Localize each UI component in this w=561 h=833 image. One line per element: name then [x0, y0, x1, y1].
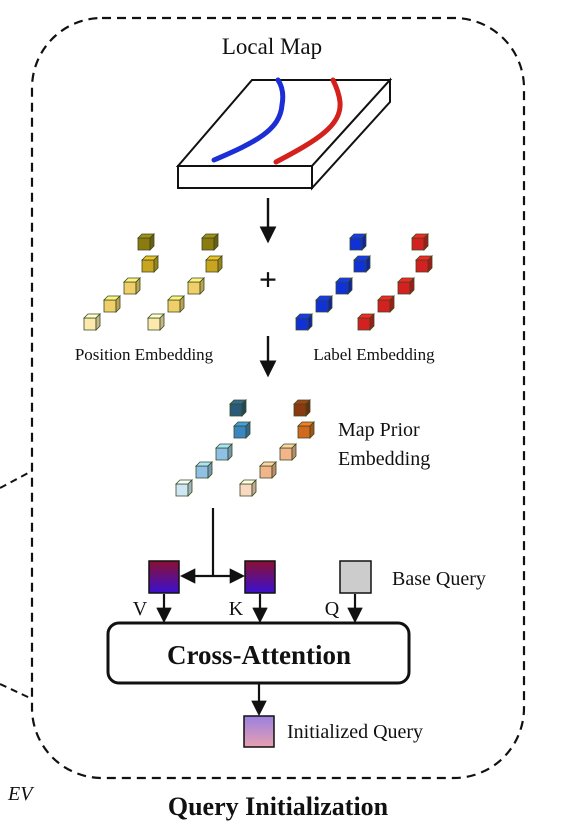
- label-embedding-label: Label Embedding: [313, 345, 435, 364]
- position-cube: [137, 233, 155, 251]
- prior-cube-blue: [233, 421, 251, 439]
- label-cube-red: [357, 313, 375, 331]
- label-cube-blue: [349, 233, 367, 251]
- position-cube: [103, 295, 121, 313]
- cross-attention-block: [106, 621, 411, 685]
- k-label: K: [229, 598, 244, 620]
- position-cube: [167, 295, 185, 313]
- local-map-slab: [175, 77, 393, 191]
- position-cube: [205, 255, 223, 273]
- label-cube-red: [411, 233, 429, 251]
- position-cube: [141, 255, 159, 273]
- position-cube: [123, 277, 141, 295]
- v-label: V: [133, 598, 148, 620]
- map-prior-label-line1: Map Prior: [338, 419, 420, 441]
- label-cube-blue: [335, 277, 353, 295]
- label-cube-red: [377, 295, 395, 313]
- lane-line-red: [273, 77, 343, 165]
- position-cube: [201, 233, 219, 251]
- base-query-label: Base Query: [392, 568, 486, 590]
- edge-fragment-label: EV: [7, 783, 35, 805]
- position-embedding-cubes: [83, 233, 223, 331]
- position-cube: [83, 313, 101, 331]
- prior-cube-orange: [259, 461, 277, 479]
- left-connector-bottom: [0, 683, 31, 699]
- initialized-query-square: [243, 715, 275, 748]
- base-query-square: [339, 560, 372, 594]
- diagram-title: Query Initialization: [168, 792, 389, 821]
- label-cube-blue: [353, 255, 371, 273]
- position-cube: [187, 277, 205, 295]
- left-connector-top: [0, 471, 31, 489]
- lane-line-blue: [211, 77, 286, 163]
- position-cube: [147, 313, 165, 331]
- module-boundary: [30, 16, 526, 780]
- map-prior-label-line2: Embedding: [338, 448, 430, 470]
- local-map-label: Local Map: [222, 34, 322, 59]
- label-cube-red: [415, 255, 433, 273]
- prior-cube-blue: [215, 443, 233, 461]
- prior-cube-blue: [175, 479, 193, 497]
- label-cube-blue: [295, 313, 313, 331]
- q-label: Q: [325, 598, 340, 620]
- prior-cube-orange: [239, 479, 257, 497]
- prior-cube-orange: [293, 399, 311, 417]
- prior-cube-orange: [279, 443, 297, 461]
- value-square: [148, 560, 180, 594]
- prior-cube-blue: [229, 399, 247, 417]
- plus-sign: +: [259, 261, 277, 297]
- cross-attention-label: Cross-Attention: [167, 640, 351, 670]
- prior-cube-orange: [297, 421, 315, 439]
- key-square: [244, 560, 276, 594]
- initialized-query-label: Initialized Query: [287, 721, 423, 743]
- position-embedding-label: Position Embedding: [75, 345, 214, 364]
- prior-cube-blue: [195, 461, 213, 479]
- label-cube-red: [397, 277, 415, 295]
- label-embedding-cubes: [295, 233, 433, 331]
- map-prior-embedding-cubes: [175, 399, 315, 497]
- label-cube-blue: [315, 295, 333, 313]
